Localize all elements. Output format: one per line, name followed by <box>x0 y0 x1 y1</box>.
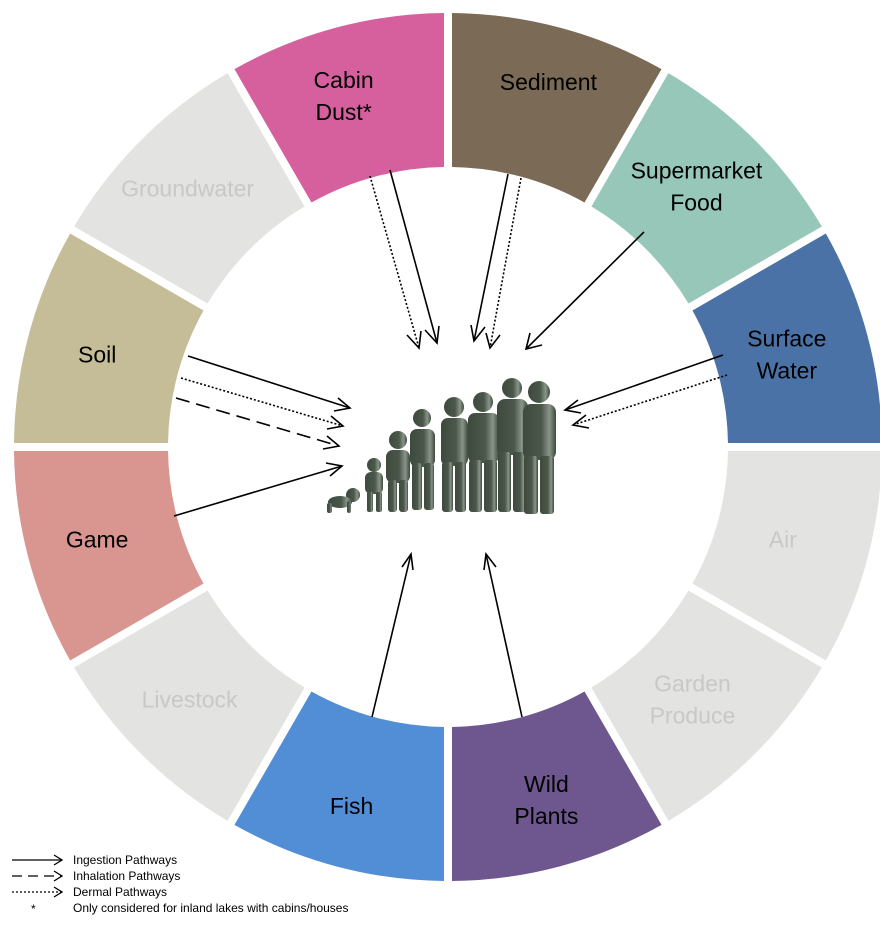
legend-inhalation: Inhalation Pathways <box>12 869 180 883</box>
legend-note: * Only considered for inland lakes with … <box>31 901 348 916</box>
label-groundwater-line: Groundwater <box>121 176 254 202</box>
arrow-wild-plants-ingestion <box>483 551 523 718</box>
arrow-supermarket-food-ingestion <box>524 231 645 351</box>
arrow-cabin-dust-dermal <box>369 175 422 350</box>
label-sediment-line: Sediment <box>500 69 598 95</box>
label-fish: Fish <box>330 793 373 819</box>
label-supermarket-food-line: Food <box>670 190 722 216</box>
segment-surface-water <box>692 233 880 443</box>
label-livestock: Livestock <box>142 686 238 712</box>
label-air: Air <box>769 526 797 552</box>
label-game: Game <box>66 526 129 552</box>
arrow-soil-ingestion <box>187 355 352 412</box>
figure-toddler <box>365 458 383 512</box>
segment-groundwater <box>74 73 305 304</box>
human-silhouettes-icon <box>327 378 556 514</box>
label-surface-water-line: Water <box>757 358 818 384</box>
segment-fish <box>234 691 445 881</box>
segment-game <box>14 450 204 661</box>
segment-cabin-dust <box>234 13 445 203</box>
legend-dermal: Dermal Pathways <box>12 885 167 899</box>
label-livestock-line: Livestock <box>142 686 238 712</box>
figure-teen-boy <box>468 392 499 512</box>
arrow-cabin-dust-ingestion <box>389 169 440 345</box>
label-garden-produce-line: Produce <box>650 702 736 728</box>
figure-adult <box>497 378 528 512</box>
segment-supermarket-food <box>591 73 822 304</box>
label-wild-plants-line: Plants <box>514 803 578 829</box>
segment-wild-plants <box>451 691 662 881</box>
segment-garden-produce <box>591 590 822 821</box>
label-cabin-dust-line: Dust* <box>315 99 371 125</box>
arrow-sediment-dermal <box>485 177 522 350</box>
figure-child <box>410 409 435 510</box>
arrow-soil-dermal <box>180 377 345 430</box>
arrow-soil-inhalation <box>175 397 341 450</box>
segment-livestock <box>74 590 305 821</box>
pathway-arrows <box>173 169 728 718</box>
label-surface-water-line: Surface <box>747 326 826 352</box>
label-supermarket-food-line: Supermarket <box>631 158 763 184</box>
label-groundwater: Groundwater <box>121 176 254 202</box>
figure-teen-girl <box>441 397 468 512</box>
arrow-surface-water-dermal <box>571 374 728 429</box>
legend-note-text: Only considered for inland lakes with ca… <box>73 901 348 915</box>
segment-air <box>692 451 880 661</box>
source-ring <box>14 13 880 881</box>
legend-ingestion-label: Ingestion Pathways <box>73 853 177 867</box>
arrow-surface-water-ingestion <box>563 354 724 414</box>
label-soil-line: Soil <box>78 342 116 368</box>
legend-dermal-label: Dermal Pathways <box>73 885 167 899</box>
arrow-fish-ingestion <box>371 551 414 718</box>
label-sediment: Sediment <box>500 69 598 95</box>
arrow-game-ingestion <box>173 462 344 517</box>
legend: Ingestion Pathways Inhalation Pathways D… <box>12 853 348 916</box>
figure-baby <box>327 488 360 513</box>
legend-inhalation-label: Inhalation Pathways <box>73 869 180 883</box>
label-garden-produce-line: Garden <box>654 670 731 696</box>
label-cabin-dust-line: Cabin <box>314 67 374 93</box>
label-game-line: Game <box>66 526 129 552</box>
label-wild-plants-line: Wild <box>524 771 569 797</box>
segment-soil <box>14 233 204 444</box>
label-air-line: Air <box>769 526 797 552</box>
label-fish-line: Fish <box>330 793 373 819</box>
arrow-sediment-ingestion <box>470 173 509 343</box>
label-soil: Soil <box>78 342 116 368</box>
figure-tall-adult <box>523 381 556 514</box>
legend-ingestion: Ingestion Pathways <box>12 853 177 867</box>
legend-asterisk: * <box>31 902 36 916</box>
figure-child-small <box>386 431 410 512</box>
segment-sediment <box>451 13 662 203</box>
